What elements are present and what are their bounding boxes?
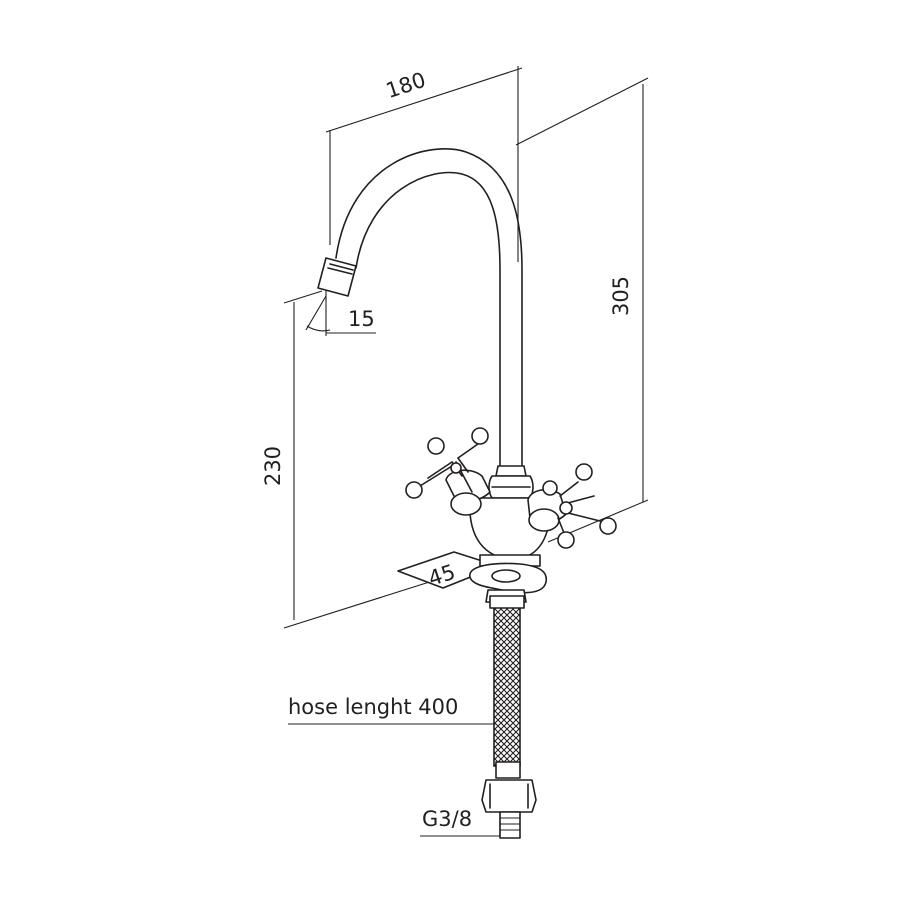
dimension-180: 180 xyxy=(325,66,523,262)
dimension-305-label: 305 xyxy=(609,276,633,316)
dimension-230: 230 xyxy=(261,290,481,629)
braided-hose xyxy=(489,595,525,767)
left-handle[interactable] xyxy=(405,427,491,516)
spout xyxy=(317,148,523,466)
thread-annotation: G3/8 xyxy=(420,807,501,837)
right-handle[interactable] xyxy=(527,463,617,549)
thread-size-label: G3/8 xyxy=(422,807,472,831)
dimension-15-label: 15 xyxy=(348,307,375,331)
dimension-15: 15 xyxy=(305,290,376,336)
hose-fitting xyxy=(481,761,537,839)
dimension-180-label: 180 xyxy=(383,68,429,103)
dimension-230-label: 230 xyxy=(261,446,285,486)
aerator xyxy=(317,257,357,297)
hose-length-annotation: hose lenght 400 xyxy=(288,695,496,725)
hose-length-label: hose lenght 400 xyxy=(288,695,458,719)
